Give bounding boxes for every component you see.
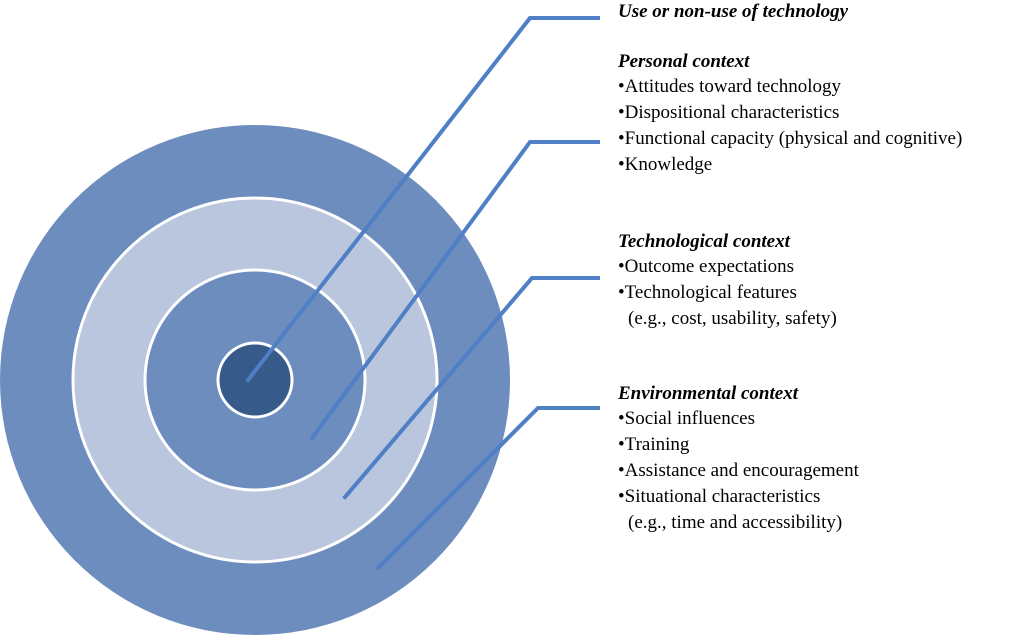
use-heading: Use or non-use of technology [618,1,849,22]
personal-item: •Dispositional characteristics [618,102,840,123]
personal-item: •Functional capacity (physical and cogni… [618,128,963,149]
environmental-item: •Training [618,434,690,455]
leader-line-use [245,16,600,383]
technology-use-core [216,341,294,419]
technological-items: •Outcome expectations •Technological fea… [618,254,837,332]
technological-item: •Technological features [618,282,797,303]
personal-item: •Attitudes toward technology [618,76,841,97]
environmental-context-block: Environmental context •Social influences… [618,382,859,536]
environmental-items: •Social influences •Training •Assistance… [618,406,859,536]
personal-item: •Knowledge [618,154,713,175]
technological-context-block: Technological context •Outcome expectati… [618,230,837,332]
leader-line-technological [342,276,600,500]
personal-context-block: Personal context •Attitudes toward techn… [618,50,962,178]
leader-line-environmental [375,406,600,571]
technological-heading: Technological context [618,231,790,252]
technological-item: •Outcome expectations [618,256,795,277]
environmental-item: •Assistance and encouragement [618,460,859,481]
personal-items: •Attitudes toward technology •Dispositio… [618,74,962,178]
technological-item: (e.g., cost, usability, safety) [628,308,837,329]
environmental-heading: Environmental context [618,383,798,404]
environmental-item: •Social influences [618,408,755,429]
personal-heading: Personal context [618,51,750,72]
environmental-item: •Situational characteristics [618,486,821,507]
environmental-item: (e.g., time and accessibility) [628,512,843,533]
leader-line-personal [309,140,600,441]
